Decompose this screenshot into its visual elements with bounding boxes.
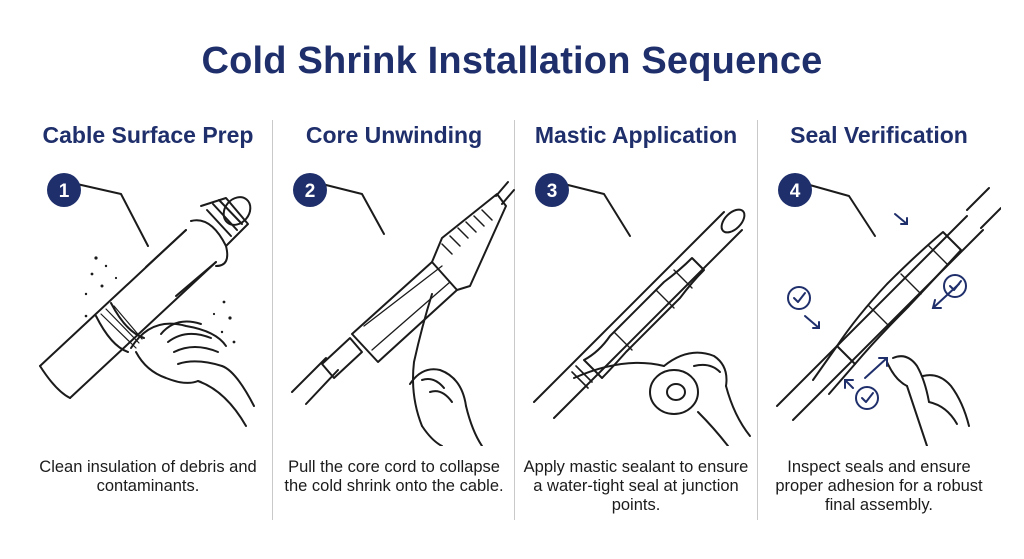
step-illustration: 1 xyxy=(39,173,255,427)
step-number-badge: 3 xyxy=(535,173,569,207)
check-circle-icon xyxy=(943,274,967,298)
pulling-hand-icon xyxy=(409,293,483,446)
step-panel-4: Seal Verification xyxy=(757,118,1001,538)
panel-divider xyxy=(272,120,273,520)
step-title: Core Unwinding xyxy=(305,122,483,148)
step-title: Seal Verification xyxy=(790,122,968,148)
step-illustration: 2 xyxy=(291,173,515,446)
callout-line xyxy=(67,181,149,247)
step-panel-3: Mastic Application xyxy=(514,118,758,538)
step-caption: Apply mastic sealant to ensure a water-t… xyxy=(523,458,749,514)
sealed-joint-icon xyxy=(533,208,746,419)
step-caption: Clean insulation of debris and contamina… xyxy=(39,458,257,495)
check-circle-icon xyxy=(787,286,811,310)
page-title: Cold Shrink Installation Sequence xyxy=(201,40,823,82)
cloth-hand-icon xyxy=(130,320,255,427)
cable-icon xyxy=(39,196,252,399)
finished-joint xyxy=(776,187,1001,421)
step-number-badge: 2 xyxy=(293,173,327,207)
step-title: Cable Surface Prep xyxy=(42,122,254,148)
step-number: 2 xyxy=(305,181,316,202)
step-panel-1: Cable Surface Prep xyxy=(26,118,270,538)
mastic-tape-roll-icon xyxy=(573,351,751,446)
step-caption: Inspect seals and ensure proper adhesion… xyxy=(775,458,983,514)
step-number-badge: 4 xyxy=(778,173,812,207)
callout-line xyxy=(555,181,631,237)
step-illustration: 4 xyxy=(776,173,1001,446)
debris-dots xyxy=(84,256,236,344)
callout-line xyxy=(313,181,385,235)
step-number-badge: 1 xyxy=(47,173,81,207)
step-number: 3 xyxy=(547,181,558,202)
step-illustration: 3 xyxy=(533,173,751,446)
step-number: 4 xyxy=(790,181,801,202)
panel-divider xyxy=(514,120,515,520)
callout-line xyxy=(798,181,876,237)
cold-shrink-tube-icon xyxy=(291,181,515,405)
step-number: 1 xyxy=(59,181,70,202)
check-circle-icon xyxy=(855,386,879,410)
pointing-hand-icon xyxy=(886,355,970,446)
panel-divider xyxy=(757,120,758,520)
step-panel-2: Core Unwinding xyxy=(272,118,516,538)
step-title: Mastic Application xyxy=(534,122,738,148)
step-caption: Pull the core cord to collapse the cold … xyxy=(284,458,504,495)
